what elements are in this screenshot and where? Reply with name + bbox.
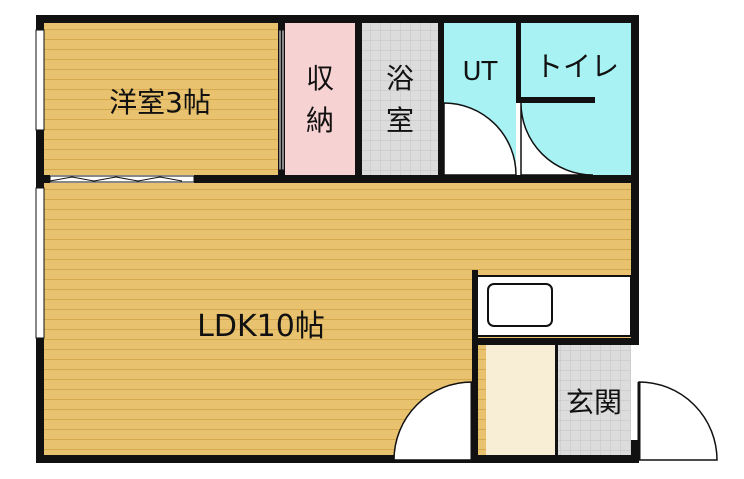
utility-label: UT — [463, 57, 498, 87]
door-swings — [393, 102, 718, 461]
storage-floor — [285, 23, 355, 175]
closet-door — [49, 175, 195, 183]
bathroom-label-bottom: 室 — [386, 104, 414, 137]
toilet-label: トイレ — [535, 50, 619, 83]
windows — [35, 29, 45, 339]
bathroom-floor — [362, 23, 438, 175]
storage-label-bottom: 納 — [306, 104, 334, 137]
kitchen-sink — [487, 283, 553, 327]
western-room-label: 洋室3帖 — [109, 86, 211, 119]
entrance-label: 玄関 — [566, 386, 622, 419]
storage-door — [278, 29, 285, 171]
western-room-floor — [44, 23, 278, 175]
ldk-label: LDK10帖 — [197, 309, 325, 344]
closet-door-fold — [49, 176, 183, 182]
entrance-step — [486, 345, 558, 459]
entrance-floor — [558, 345, 631, 459]
storage-label-top: 収 — [306, 62, 334, 95]
bathroom-label-top: 浴 — [386, 62, 414, 95]
